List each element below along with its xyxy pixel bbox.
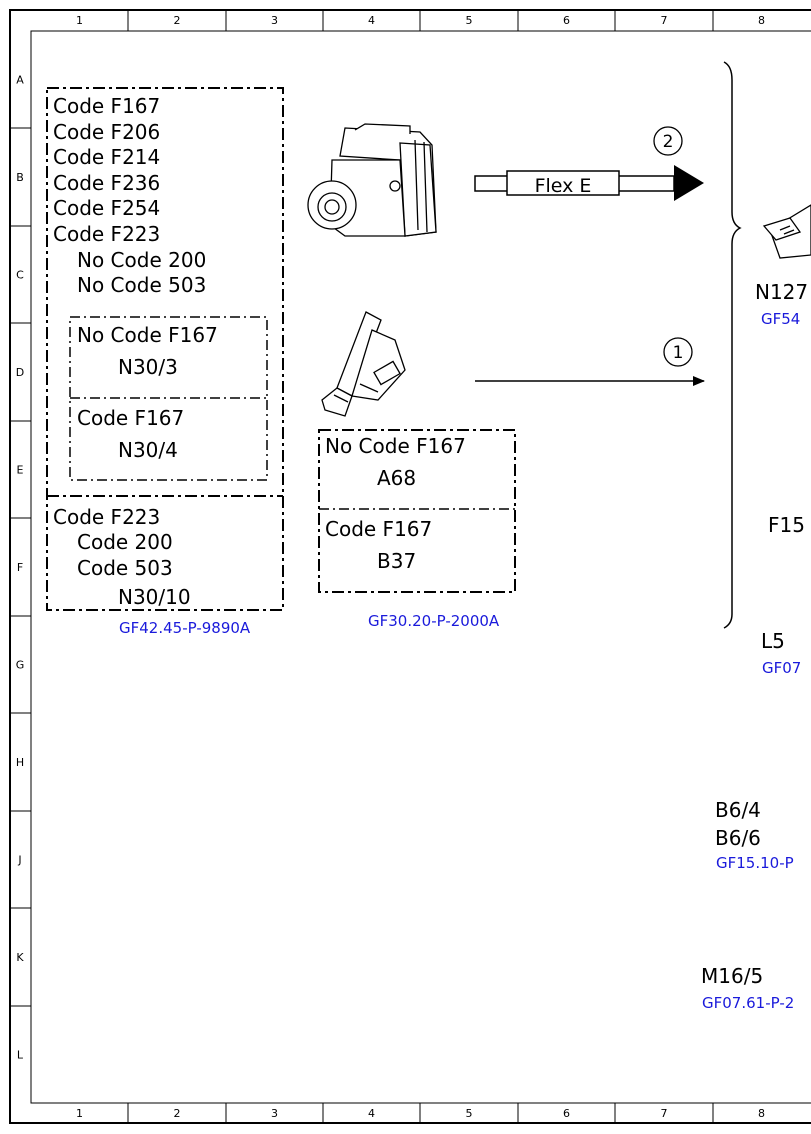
grouping-brace [723, 61, 742, 629]
left-code-item: Code F206 [53, 119, 161, 144]
component-f15: F15 [768, 513, 805, 537]
grid-row-label: L [17, 1049, 24, 1062]
left-code-item: Code F236 [53, 170, 161, 195]
circle-number-1: 1 [673, 343, 684, 363]
grid-column-label: 4 [368, 14, 375, 27]
component-l5: L5 [761, 629, 785, 653]
grid-row-label: K [16, 951, 24, 964]
lower-code-200: Code 200 [77, 530, 173, 554]
circle-number-2: 2 [663, 132, 674, 152]
sub-no-f167-condition: No Code F167 [77, 323, 218, 347]
grid-ticks [10, 10, 714, 1123]
middle-code-box [318, 429, 516, 593]
grid-column-label: 4 [368, 1107, 375, 1120]
grid-row-label: C [16, 269, 24, 282]
grid-row-label: D [16, 366, 24, 379]
component-n127: N127 [755, 280, 809, 304]
m16-reference: GF07.61-P-2 [702, 994, 795, 1012]
l5-reference: GF07 [762, 659, 802, 677]
middle-no-f167-condition: No Code F167 [325, 434, 466, 458]
grid-column-label: 5 [466, 14, 473, 27]
grid-column-label: 2 [174, 1107, 181, 1120]
lower-code-503: Code 503 [77, 556, 173, 580]
n127-reference: GF54 [761, 310, 801, 328]
left-code-item: Code F254 [53, 196, 161, 221]
component-n30-3: N30/3 [118, 355, 178, 379]
component-n30-4: N30/4 [118, 438, 178, 462]
grid-row-label: A [16, 74, 24, 87]
middle-f167-condition: Code F167 [325, 517, 433, 541]
sub-f167-condition: Code F167 [77, 406, 185, 430]
left-code-item: Code F167 [53, 94, 161, 118]
left-code-item: Code F223 [53, 222, 161, 246]
grid-column-label: 6 [563, 1107, 570, 1120]
left-block-reference: GF42.45-P-9890A [119, 619, 251, 637]
circle-marker-1: 1 [663, 337, 693, 367]
n127-unit-icon [762, 204, 811, 259]
no-code-503: No Code 503 [77, 273, 207, 297]
grid-column-label: 5 [466, 1107, 473, 1120]
grid-column-label: 2 [174, 14, 181, 27]
middle-block-reference: GF30.20-P-2000A [368, 612, 500, 630]
left-code-item: Code F214 [53, 145, 161, 170]
b6-reference: GF15.10-P [716, 854, 794, 872]
grid-row-label: H [16, 756, 24, 769]
component-b6-6: B6/6 [715, 826, 761, 850]
grid-column-label: 1 [76, 1107, 83, 1120]
component-a68: A68 [377, 466, 417, 490]
component-b6-4: B6/4 [715, 798, 761, 822]
pedal-sensor-icon [321, 311, 406, 417]
lower-code-f223: Code F223 [53, 505, 161, 529]
drawing-frame [9, 9, 811, 1124]
grid-row-label: F [17, 561, 23, 574]
grid-column-label: 3 [271, 14, 278, 27]
flex-e-connection [474, 165, 704, 201]
grid-column-label: 3 [271, 1107, 278, 1120]
circle-marker-2: 2 [653, 126, 683, 156]
grid-column-label: 6 [563, 14, 570, 27]
grid-column-label: 7 [661, 14, 668, 27]
grid-row-label: J [17, 854, 21, 867]
component-m16-5: M16/5 [701, 964, 764, 988]
left-code-box [46, 87, 284, 611]
component-n30-10: N30/10 [118, 585, 191, 609]
control-unit-icon [307, 123, 437, 237]
grid-row-label: B [16, 171, 24, 184]
flex-e-label: Flex E [535, 175, 592, 197]
grid-row-label: G [16, 659, 25, 672]
grid-column-label: 1 [76, 14, 83, 27]
component-b37: B37 [377, 549, 417, 573]
grid-row-label: E [17, 464, 24, 477]
no-code-200: No Code 200 [77, 248, 207, 272]
grid-column-label: 8 [758, 1107, 765, 1120]
grid-column-label: 8 [758, 14, 765, 27]
grid-column-label: 7 [661, 1107, 668, 1120]
